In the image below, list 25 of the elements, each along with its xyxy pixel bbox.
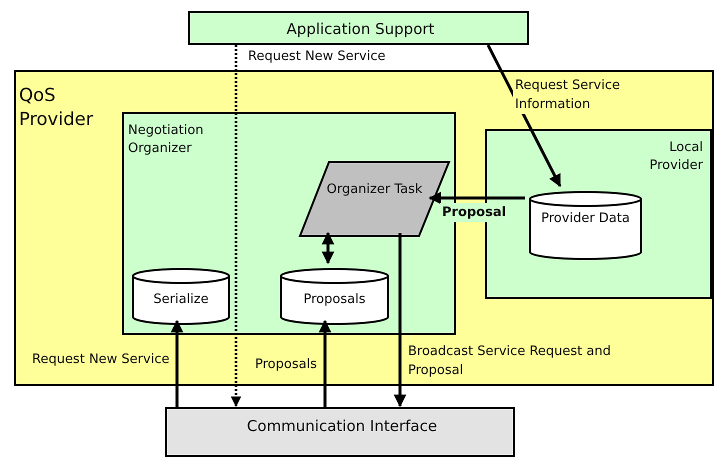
process-box <box>188 11 529 45</box>
node-label: Proposals <box>302 291 366 309</box>
data-cylinder <box>529 191 642 260</box>
container-box <box>14 70 714 386</box>
node-label: Organizer Task <box>326 181 424 199</box>
node-label: QoS Provider <box>19 84 94 132</box>
arrow <box>318 320 332 407</box>
data-cylinder <box>132 268 230 325</box>
node-label: Negotiation Organizer <box>128 122 205 158</box>
data-cylinder <box>280 268 389 325</box>
node-label: Application Support <box>286 20 436 38</box>
arrow <box>322 232 334 264</box>
edge-label: Request New Service <box>30 350 172 369</box>
arrow <box>428 192 525 204</box>
node-label: Local Provider <box>648 139 703 175</box>
arrow <box>394 233 406 408</box>
arrow <box>486 44 562 188</box>
node-label: Serialize <box>152 291 210 309</box>
dotted-arrow <box>230 45 242 408</box>
edge-label: Proposals <box>253 355 319 374</box>
arrow <box>170 320 184 407</box>
process-box <box>165 407 515 457</box>
node-label: Communication Interface <box>246 417 438 435</box>
node-label: Provider Data <box>540 210 631 228</box>
edge-label: Request New Service <box>246 47 388 66</box>
